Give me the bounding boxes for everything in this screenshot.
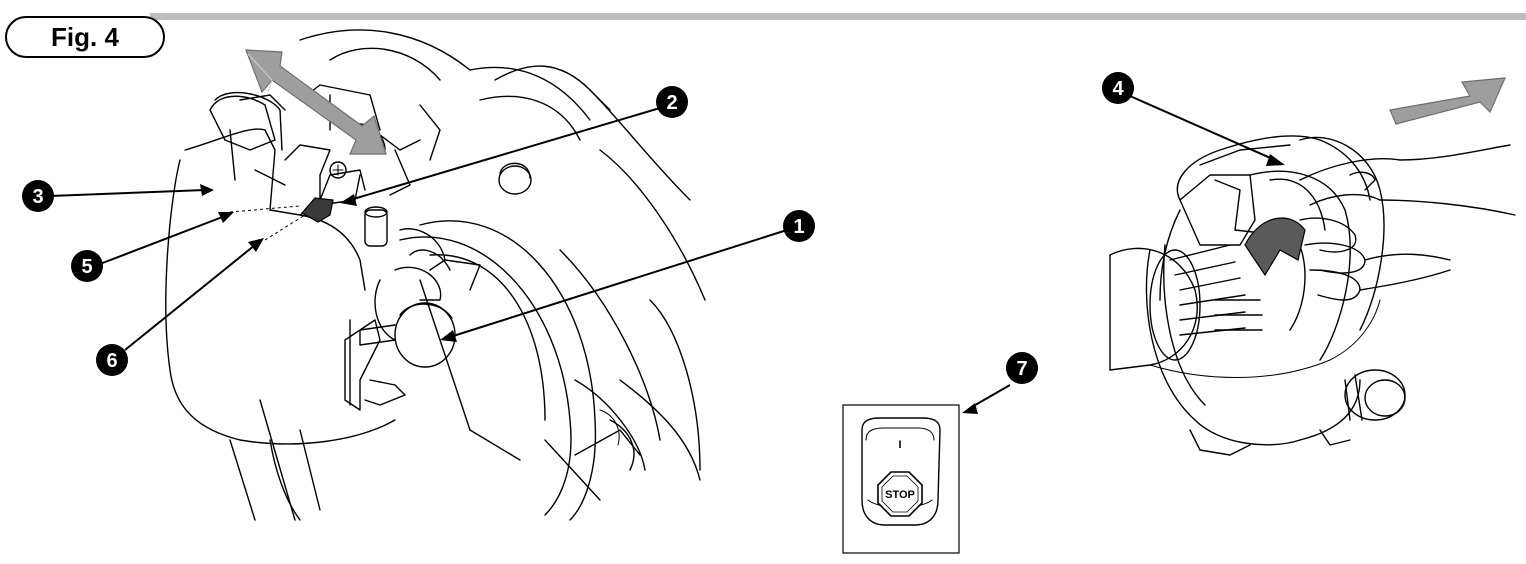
figure-label: Fig. 4: [5, 16, 165, 58]
svg-text:1: 1: [793, 216, 804, 238]
callout-7: 7: [1006, 352, 1038, 384]
starter-grip-part: [1244, 217, 1306, 277]
svg-text:4: 4: [1112, 78, 1124, 100]
callout-leaders: [49, 95, 1285, 414]
callout-6: 6: [96, 344, 128, 376]
engine-starter-drawing: [1109, 77, 1516, 456]
engine-carburetor-drawing: [165, 29, 706, 521]
header-rule: [150, 13, 1526, 20]
stop-switch-panel: I STOP: [842, 404, 960, 554]
figure-label-text: Fig. 4: [51, 21, 119, 52]
callout-4: 4: [1102, 72, 1134, 104]
callout-2: 2: [656, 86, 688, 118]
svg-text:2: 2: [666, 92, 677, 114]
svg-text:5: 5: [81, 256, 92, 278]
choke-lever-part: [301, 197, 334, 223]
double-arrow-icon: [245, 49, 387, 155]
callout-1: 1: [783, 210, 815, 242]
stop-octagon-icon: [877, 471, 923, 517]
stop-label: STOP: [885, 489, 915, 501]
switch-on-mark: I: [898, 439, 901, 451]
callout-5: 5: [71, 250, 103, 282]
pull-direction-arrow-icon: [1389, 77, 1506, 125]
svg-text:6: 6: [106, 350, 117, 372]
svg-text:7: 7: [1016, 358, 1027, 380]
callout-3: 3: [22, 180, 54, 212]
svg-text:3: 3: [32, 186, 43, 208]
